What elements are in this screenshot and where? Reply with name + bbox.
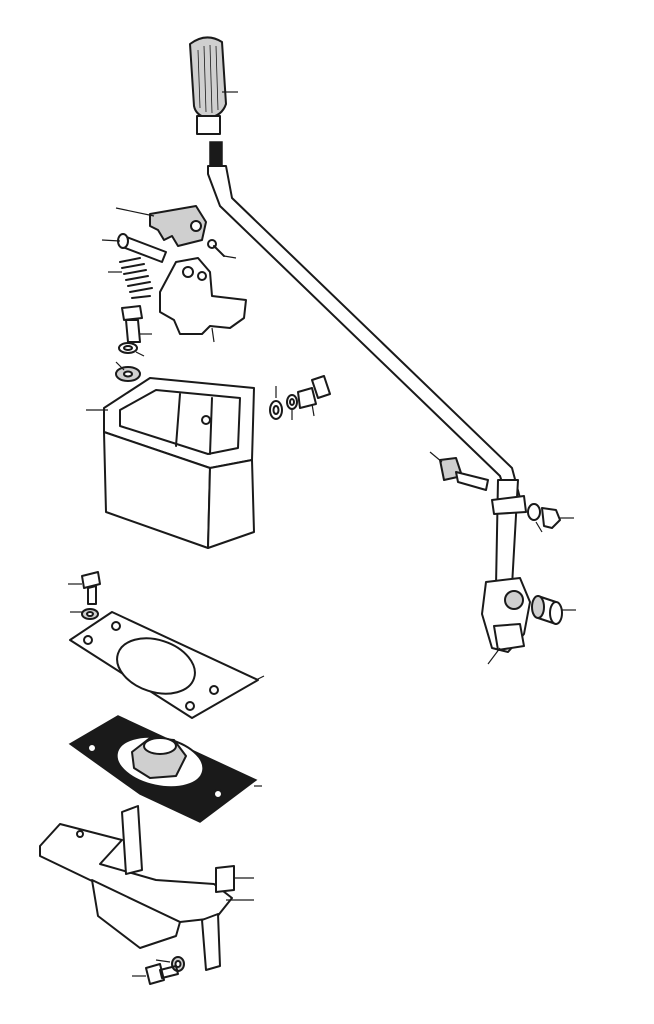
gear-lever	[207, 141, 527, 587]
clevis-pin	[101, 233, 167, 263]
nut	[527, 503, 574, 533]
spring-washer-side	[286, 394, 298, 420]
bolt-side	[297, 375, 331, 417]
bracket-bolt	[132, 963, 179, 985]
washer	[70, 608, 99, 620]
spring	[108, 257, 153, 299]
pivot-bracket	[159, 257, 247, 343]
split-pin	[207, 239, 237, 259]
gasket	[69, 611, 265, 719]
tab	[215, 865, 254, 893]
housing	[86, 377, 255, 549]
bolt	[121, 305, 152, 343]
plain-washer	[115, 361, 141, 382]
knob	[189, 36, 238, 135]
bush	[531, 595, 576, 625]
spring-washer	[118, 342, 145, 357]
screw	[68, 571, 101, 605]
pawl	[115, 205, 207, 247]
base-bracket	[39, 805, 254, 971]
plain-washer-side	[269, 386, 283, 420]
clamp-bolt	[429, 451, 489, 491]
seal-plate	[68, 715, 262, 823]
lever-fork	[481, 577, 531, 665]
